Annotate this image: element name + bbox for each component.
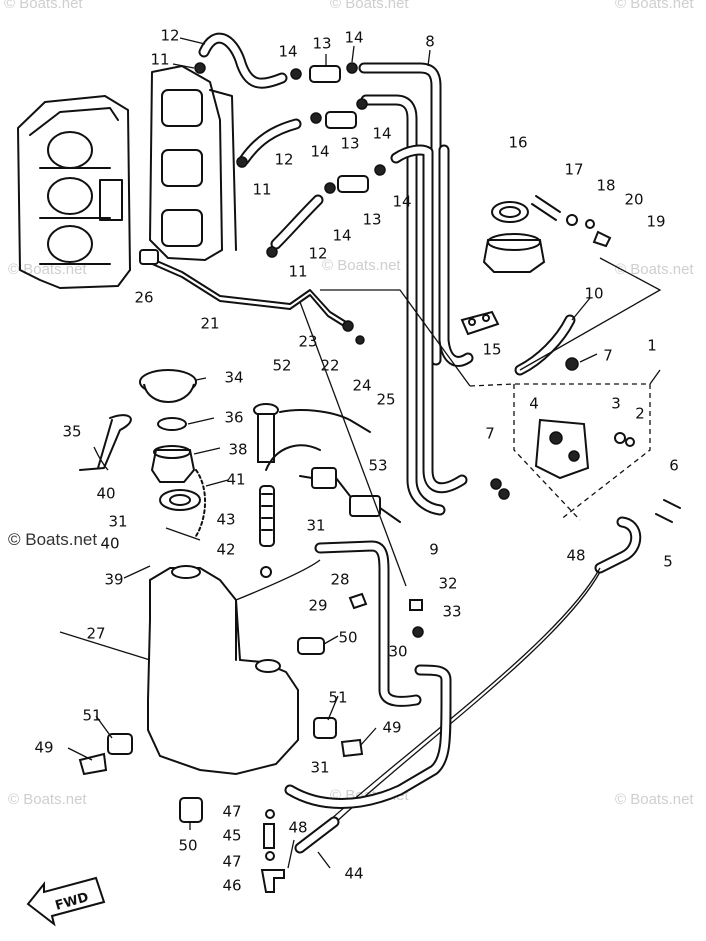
callout-32: 32 <box>438 575 457 593</box>
callout-40: 40 <box>100 535 119 553</box>
callout-1: 1 <box>647 337 657 355</box>
callout-23: 23 <box>298 333 317 351</box>
watermark-bottom-right: © Boats.net <box>615 791 694 808</box>
fuel-pump-assembly <box>469 357 681 523</box>
engine-block <box>17 95 131 289</box>
callout-8: 8 <box>425 33 435 51</box>
callout-14: 14 <box>392 193 411 211</box>
callout-49: 49 <box>382 719 401 737</box>
callout-14: 14 <box>278 43 297 61</box>
callout-9: 9 <box>429 541 439 559</box>
callout-12: 12 <box>160 27 179 45</box>
callout-53: 53 <box>368 457 387 475</box>
callout-28: 28 <box>330 571 349 589</box>
callout-15: 15 <box>482 341 501 359</box>
callout-7: 7 <box>603 347 613 365</box>
callout-11: 11 <box>252 181 271 199</box>
callout-42: 42 <box>216 541 235 559</box>
watermark-top-center: © Boats.net <box>330 0 409 12</box>
callout-12: 12 <box>274 151 293 169</box>
callout-51: 51 <box>82 707 101 725</box>
callout-14: 14 <box>310 143 329 161</box>
callout-5: 5 <box>663 553 673 571</box>
callout-25: 25 <box>376 391 395 409</box>
callout-18: 18 <box>596 177 615 195</box>
callout-13: 13 <box>340 135 359 153</box>
return-line <box>294 567 601 854</box>
callout-13: 13 <box>312 35 331 53</box>
callout-37: 31 <box>108 513 127 531</box>
callout-7: 7 <box>485 425 495 443</box>
callout-52: 52 <box>272 357 291 375</box>
callout-51: 51 <box>328 689 347 707</box>
watermark-top-right: © Boats.net <box>615 0 694 12</box>
callout-29: 29 <box>308 597 327 615</box>
hose-48 <box>594 516 642 574</box>
intake-manifold <box>149 65 237 261</box>
callout-22: 22 <box>320 357 339 375</box>
callout-4: 4 <box>529 395 539 413</box>
callout-46: 46 <box>222 877 241 895</box>
callout-2: 2 <box>635 405 645 423</box>
callout-numbers: 12 11 14 13 14 8 12 14 13 14 11 14 13 14… <box>34 27 678 895</box>
callout-44: 44 <box>344 865 363 883</box>
callout-27: 27 <box>86 625 105 643</box>
oil-cap-parts <box>79 369 207 537</box>
callout-30: 30 <box>388 643 407 661</box>
callout-31: 31 <box>310 759 329 777</box>
hoses-upper <box>198 32 576 516</box>
watermark-mid-center: © Boats.net <box>322 257 401 274</box>
callout-19: 19 <box>646 213 665 231</box>
callout-12: 12 <box>308 245 327 263</box>
callout-31: 31 <box>306 517 325 535</box>
callout-33: 33 <box>442 603 461 621</box>
hoses-lower <box>235 540 452 809</box>
leader-lines <box>59 37 662 869</box>
fuel-pump-top <box>482 195 612 273</box>
callout-14: 14 <box>372 125 391 143</box>
callout-36: 36 <box>224 409 243 427</box>
callout-41: 41 <box>226 471 245 489</box>
callout-35: 35 <box>62 423 81 441</box>
callout-13: 13 <box>362 211 381 229</box>
callout-38: 38 <box>228 441 247 459</box>
watermark-bottom-left: © Boats.net <box>8 791 87 808</box>
callout-34: 34 <box>224 369 243 387</box>
callout-26: 26 <box>134 289 153 307</box>
callout-48: 48 <box>566 547 585 565</box>
callout-40: 40 <box>96 485 115 503</box>
oil-tank <box>147 565 299 776</box>
callout-47: 47 <box>222 853 241 871</box>
callout-14: 14 <box>344 29 363 47</box>
callout-3: 3 <box>611 395 621 413</box>
pipe-21 <box>139 249 365 345</box>
watermark-overlay: © Boats.net <box>8 530 97 549</box>
level-sensor <box>253 403 401 578</box>
callout-43: 43 <box>216 511 235 529</box>
watermark-top-left: © Boats.net <box>4 0 83 12</box>
callout-50: 50 <box>178 837 197 855</box>
watermark-mid-right: © Boats.net <box>615 261 694 278</box>
callout-50: 50 <box>338 629 357 647</box>
callout-6: 6 <box>669 457 679 475</box>
callout-16: 16 <box>508 134 527 152</box>
callout-14: 14 <box>332 227 351 245</box>
callout-11: 11 <box>150 51 169 69</box>
callout-45: 45 <box>222 827 241 845</box>
callout-49: 49 <box>34 739 53 757</box>
callout-11: 11 <box>288 263 307 281</box>
filters-13 <box>194 62 386 258</box>
callout-10: 10 <box>584 285 603 303</box>
callout-21: 21 <box>200 315 219 333</box>
clip-15 <box>460 310 500 336</box>
fwd-arrow: FWD <box>26 876 106 927</box>
callout-47: 47 <box>222 803 241 821</box>
callout-39: 39 <box>104 571 123 589</box>
callout-48: 48 <box>288 819 307 837</box>
callout-20: 20 <box>624 191 643 209</box>
callout-24: 24 <box>352 377 371 395</box>
callout-17: 17 <box>564 161 583 179</box>
fittings <box>78 592 424 893</box>
